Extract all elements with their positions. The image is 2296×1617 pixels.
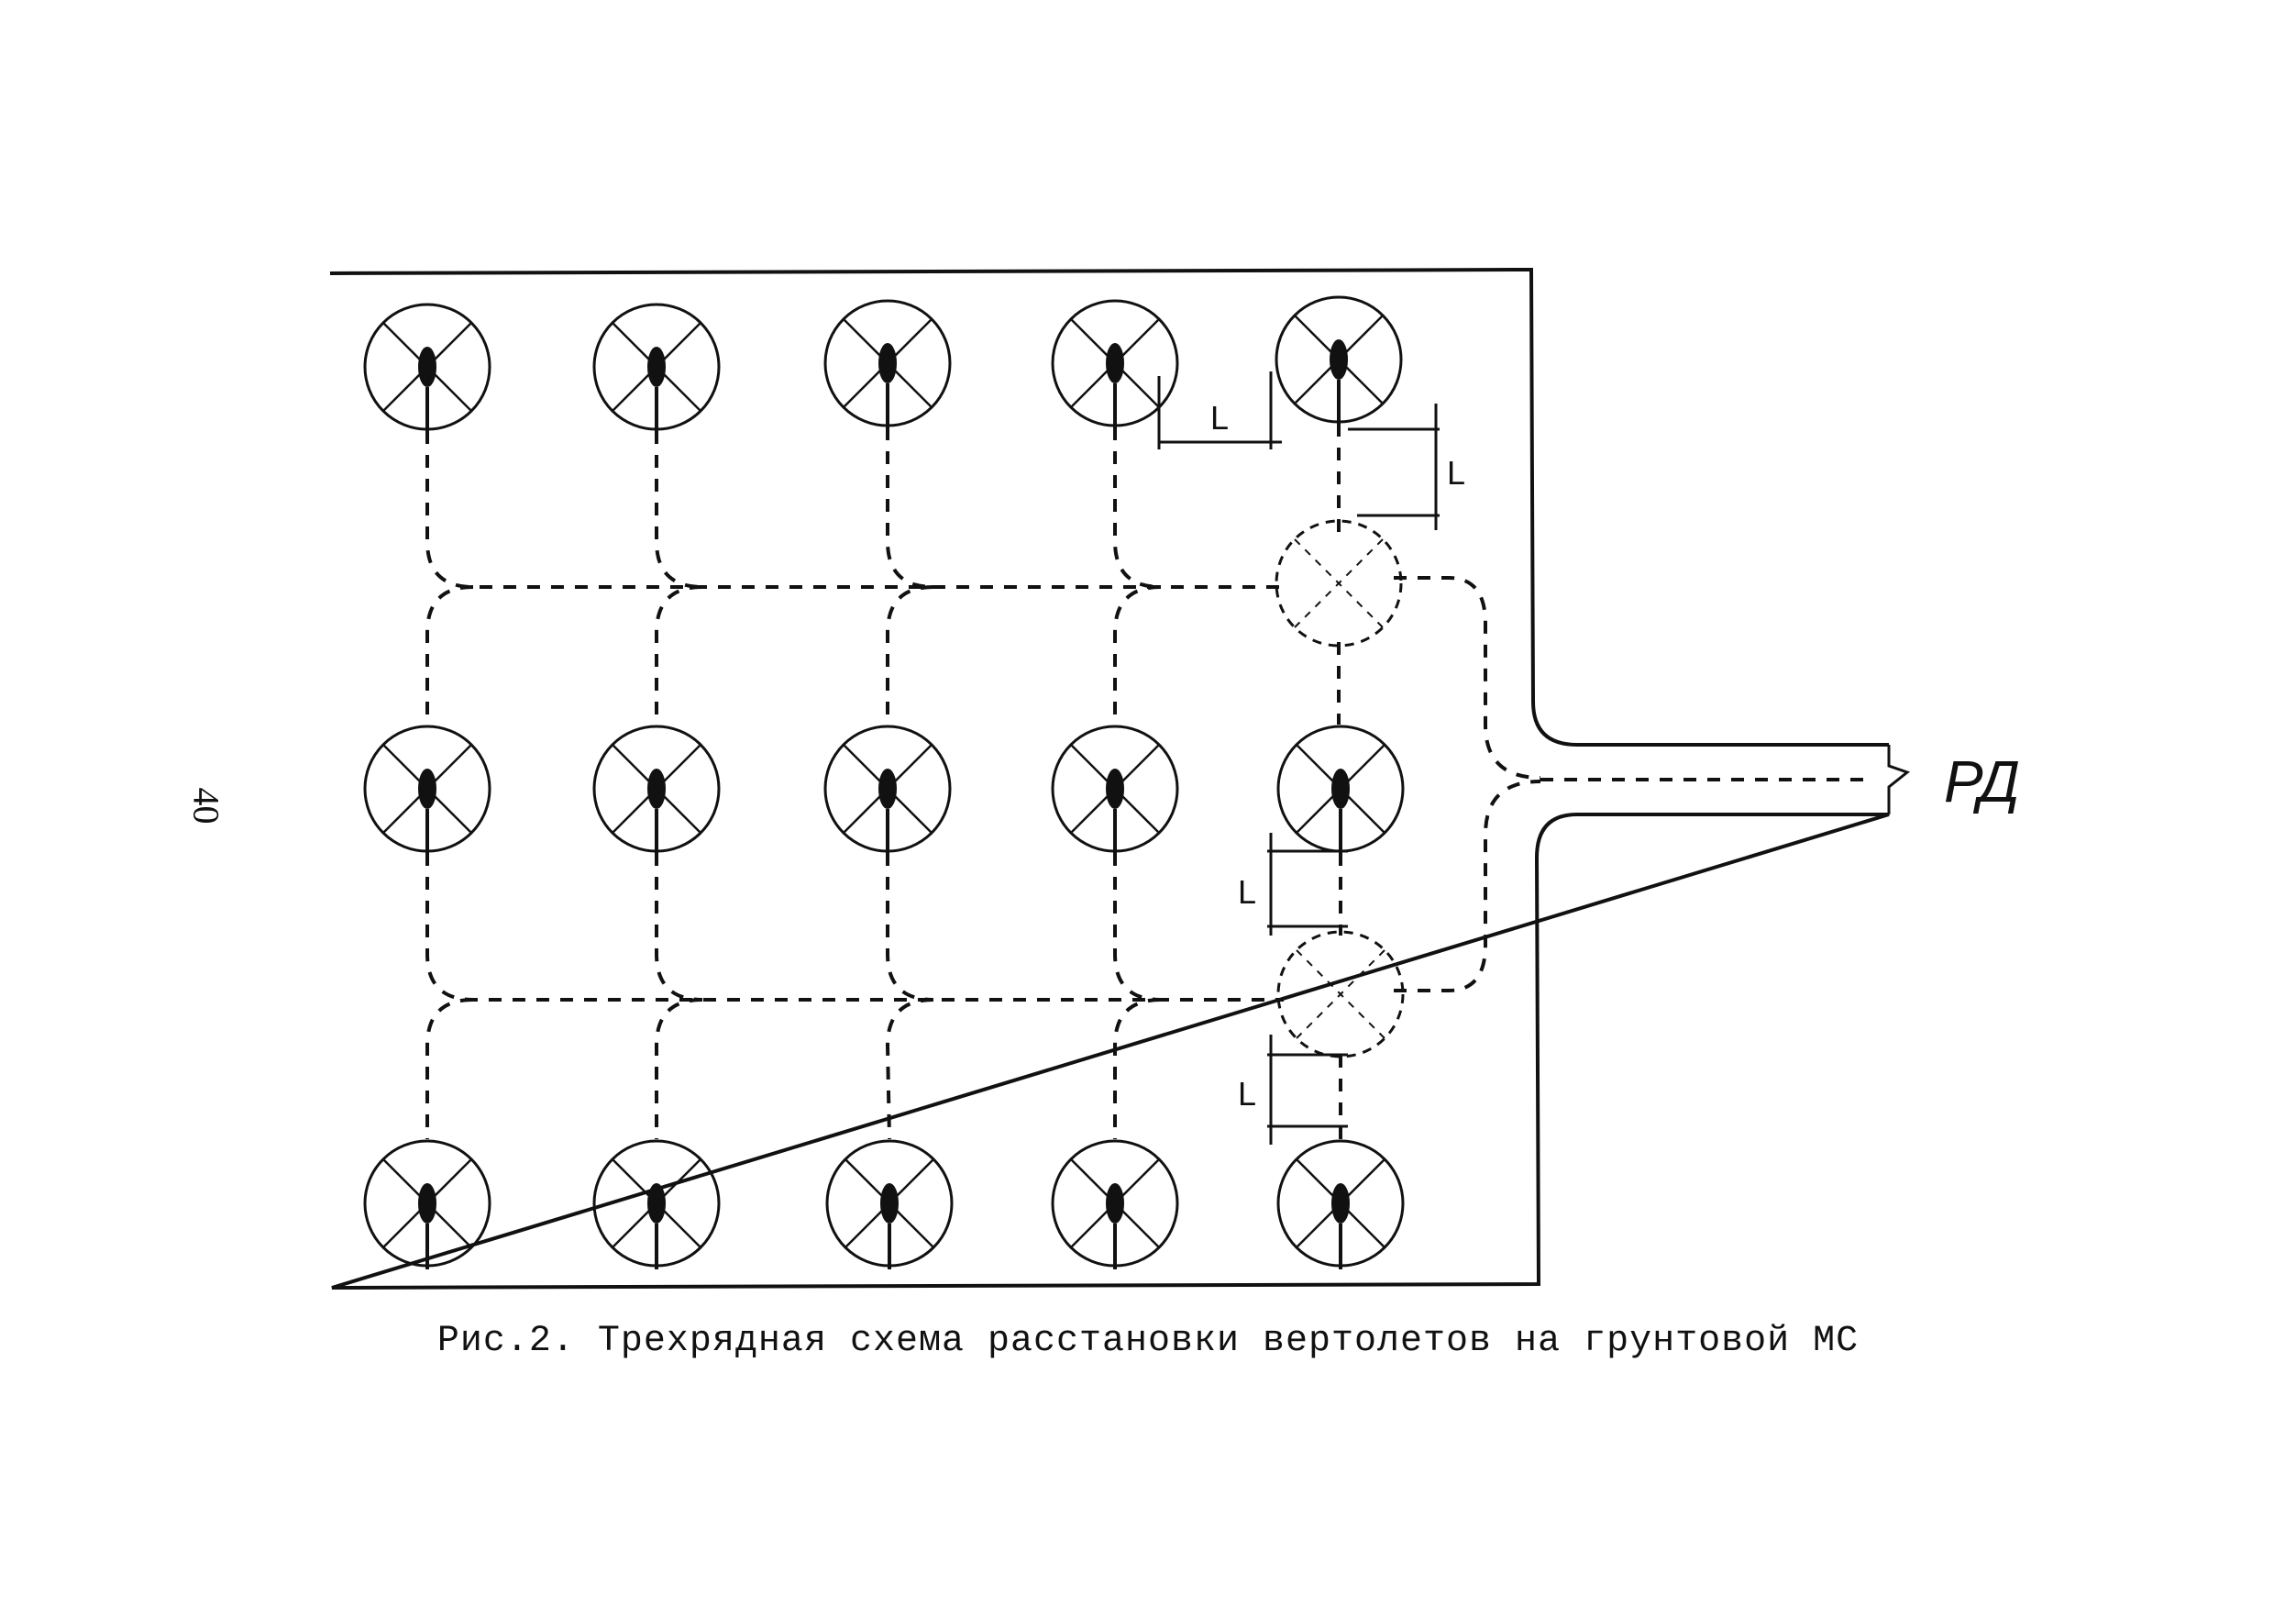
page-number: 40 bbox=[185, 787, 227, 825]
figure-caption: Рис.2. Трехрядная схема расстановки верт… bbox=[436, 1321, 1860, 1362]
helicopter-stand bbox=[363, 1139, 491, 1271]
helicopter-stand bbox=[823, 725, 952, 857]
helicopter-stand bbox=[363, 725, 491, 857]
helicopter-row-2 bbox=[363, 725, 1405, 857]
helicopter-stand bbox=[1276, 1139, 1405, 1271]
dimension-markers bbox=[1157, 371, 1440, 1145]
helicopter-stand bbox=[1275, 295, 1403, 427]
helicopter-turn-position bbox=[1275, 519, 1403, 648]
helicopter-stand bbox=[1276, 725, 1405, 857]
dimension-label: L bbox=[1210, 399, 1229, 437]
taxi-paths bbox=[425, 424, 1871, 1140]
taxiway-break-mark bbox=[1887, 745, 1911, 814]
helicopter-stand bbox=[592, 725, 721, 857]
helicopter-row-3 bbox=[363, 1139, 1405, 1271]
dimension-label: L bbox=[1447, 454, 1465, 492]
taxiway-label: РД bbox=[1944, 748, 2020, 814]
dimension-label: L bbox=[1238, 1075, 1256, 1113]
helicopter-stand bbox=[825, 1139, 954, 1271]
helicopter-stand bbox=[1051, 1139, 1179, 1271]
helicopter-row-1 bbox=[363, 295, 1403, 435]
helicopter-stand bbox=[592, 303, 721, 435]
helicopter-stand bbox=[592, 1139, 721, 1271]
helicopter-stand bbox=[823, 299, 952, 431]
helicopter-stand bbox=[1051, 725, 1179, 857]
dimension-label: L bbox=[1238, 873, 1256, 911]
parking-area-border bbox=[329, 267, 1890, 1290]
helicopter-stand bbox=[363, 303, 491, 435]
